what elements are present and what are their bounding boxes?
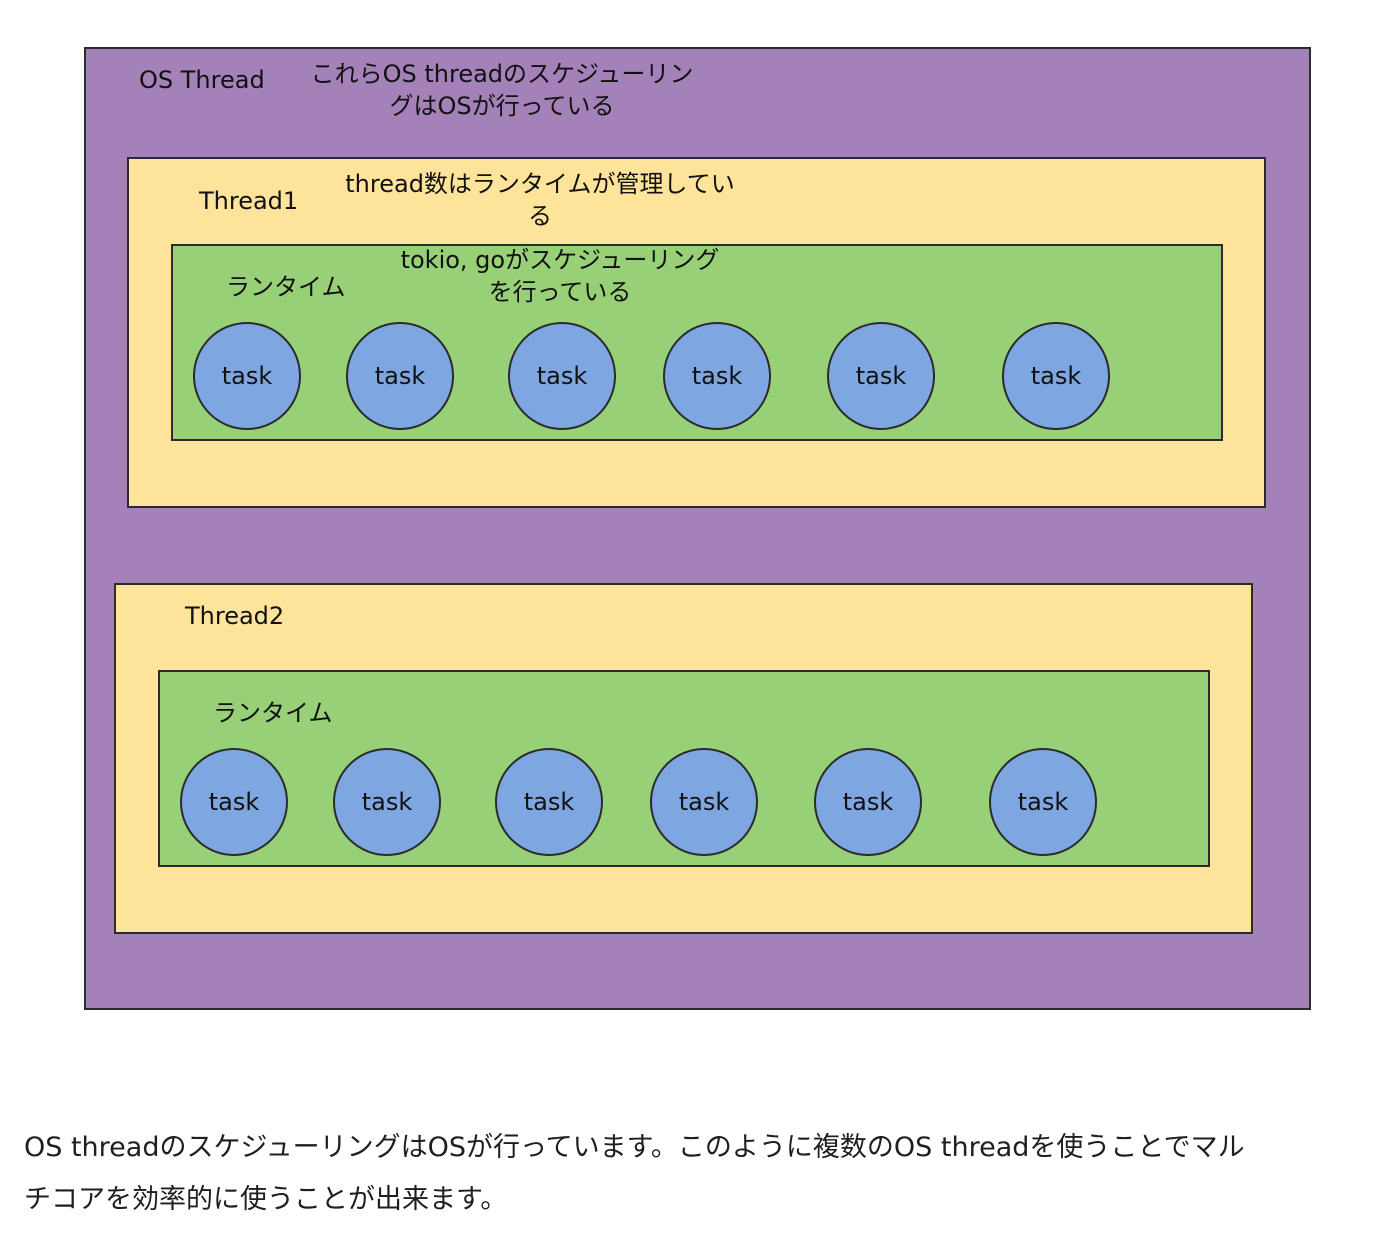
task-node: task [346,322,454,430]
caption-paragraph: OS threadのスケジューリングはOSが行っています。このように複数のOS … [24,1122,1384,1226]
os-thread-note-line2: グはOSが行っている [389,92,615,120]
thread1-label: Thread1 [199,187,299,215]
runtime1-label: ランタイム [226,273,346,301]
task-node: task [827,322,935,430]
os-thread-note-line1: これらOS threadのスケジューリン [310,60,694,88]
task-node: task [1002,322,1110,430]
task-node: task [663,322,771,430]
runtime1-note-line2: を行っている [488,278,632,306]
task-node: task [508,322,616,430]
task-node: task [495,748,603,856]
os-thread-note: これらOS threadのスケジューリン グはOSが行っている [282,58,722,122]
task-node: task [814,748,922,856]
thread1-note: thread数はランタイムが管理してい る [310,168,770,232]
task-node: task [180,748,288,856]
runtime2-label: ランタイム [213,699,333,727]
thread2-label: Thread2 [185,602,285,630]
caption-line1: OS threadのスケジューリングはOSが行っています。このように複数のOS … [24,1132,1245,1163]
task-node: task [989,748,1097,856]
task-node: task [193,322,301,430]
runtime1-note: tokio, goがスケジューリング を行っている [380,244,740,308]
caption-line2: チコアを効率的に使うことが出来ます。 [24,1184,508,1215]
runtime1-note-line1: tokio, goがスケジューリング [400,246,720,274]
os-thread-label: OS Thread [139,66,265,94]
task-node: task [333,748,441,856]
thread1-note-line1: thread数はランタイムが管理してい [345,170,735,198]
task-node: task [650,748,758,856]
thread1-note-line2: る [528,202,552,230]
